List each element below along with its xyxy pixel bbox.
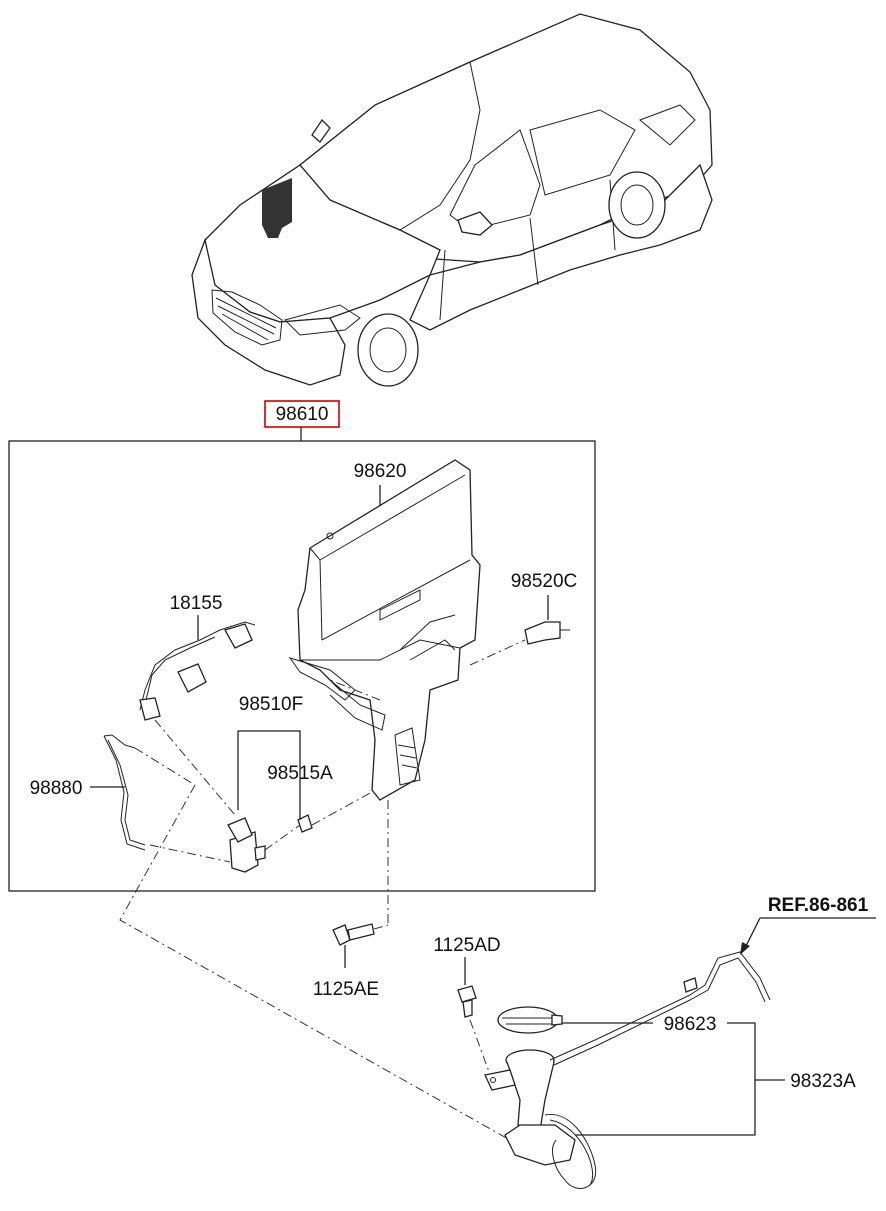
- level-sensor-connector: [524, 621, 570, 645]
- assembly-highlight-box: [264, 400, 340, 428]
- label-hose: 98880: [30, 778, 83, 799]
- filler-neck: [484, 951, 771, 1189]
- filler-bolt: [457, 985, 493, 1081]
- leader-lines: [119, 639, 526, 1141]
- label-cap: 98623: [664, 1014, 717, 1035]
- wiring-harness: [139, 621, 256, 721]
- label-sensor-connector: 98520C: [511, 571, 578, 592]
- washer-hose: [103, 734, 146, 851]
- washer-location-marker: [262, 178, 292, 238]
- assembly-frame: [8, 400, 596, 892]
- car-illustration: [191, 13, 713, 387]
- label-bolt-lower: 1125AE: [313, 979, 379, 1000]
- reference-arrow: [740, 917, 876, 955]
- pump-grommet: [297, 814, 313, 833]
- label-bolt-filler: 1125AD: [433, 935, 500, 956]
- label-assembly: 98610: [276, 404, 329, 425]
- label-grommet: 98515A: [267, 763, 333, 784]
- label-filler-assembly: 98323A: [790, 1071, 856, 1092]
- label-reference: REF.86-861: [768, 895, 869, 916]
- washer-reservoir: [288, 459, 481, 801]
- filler-cap: [497, 1006, 563, 1034]
- label-reservoir: 98620: [354, 461, 407, 482]
- washer-pump: [227, 817, 266, 873]
- label-wiring: 18155: [170, 593, 223, 614]
- lower-bolt: [332, 923, 389, 946]
- label-pump: 98510F: [239, 694, 303, 715]
- callout-leaders: [90, 485, 785, 1136]
